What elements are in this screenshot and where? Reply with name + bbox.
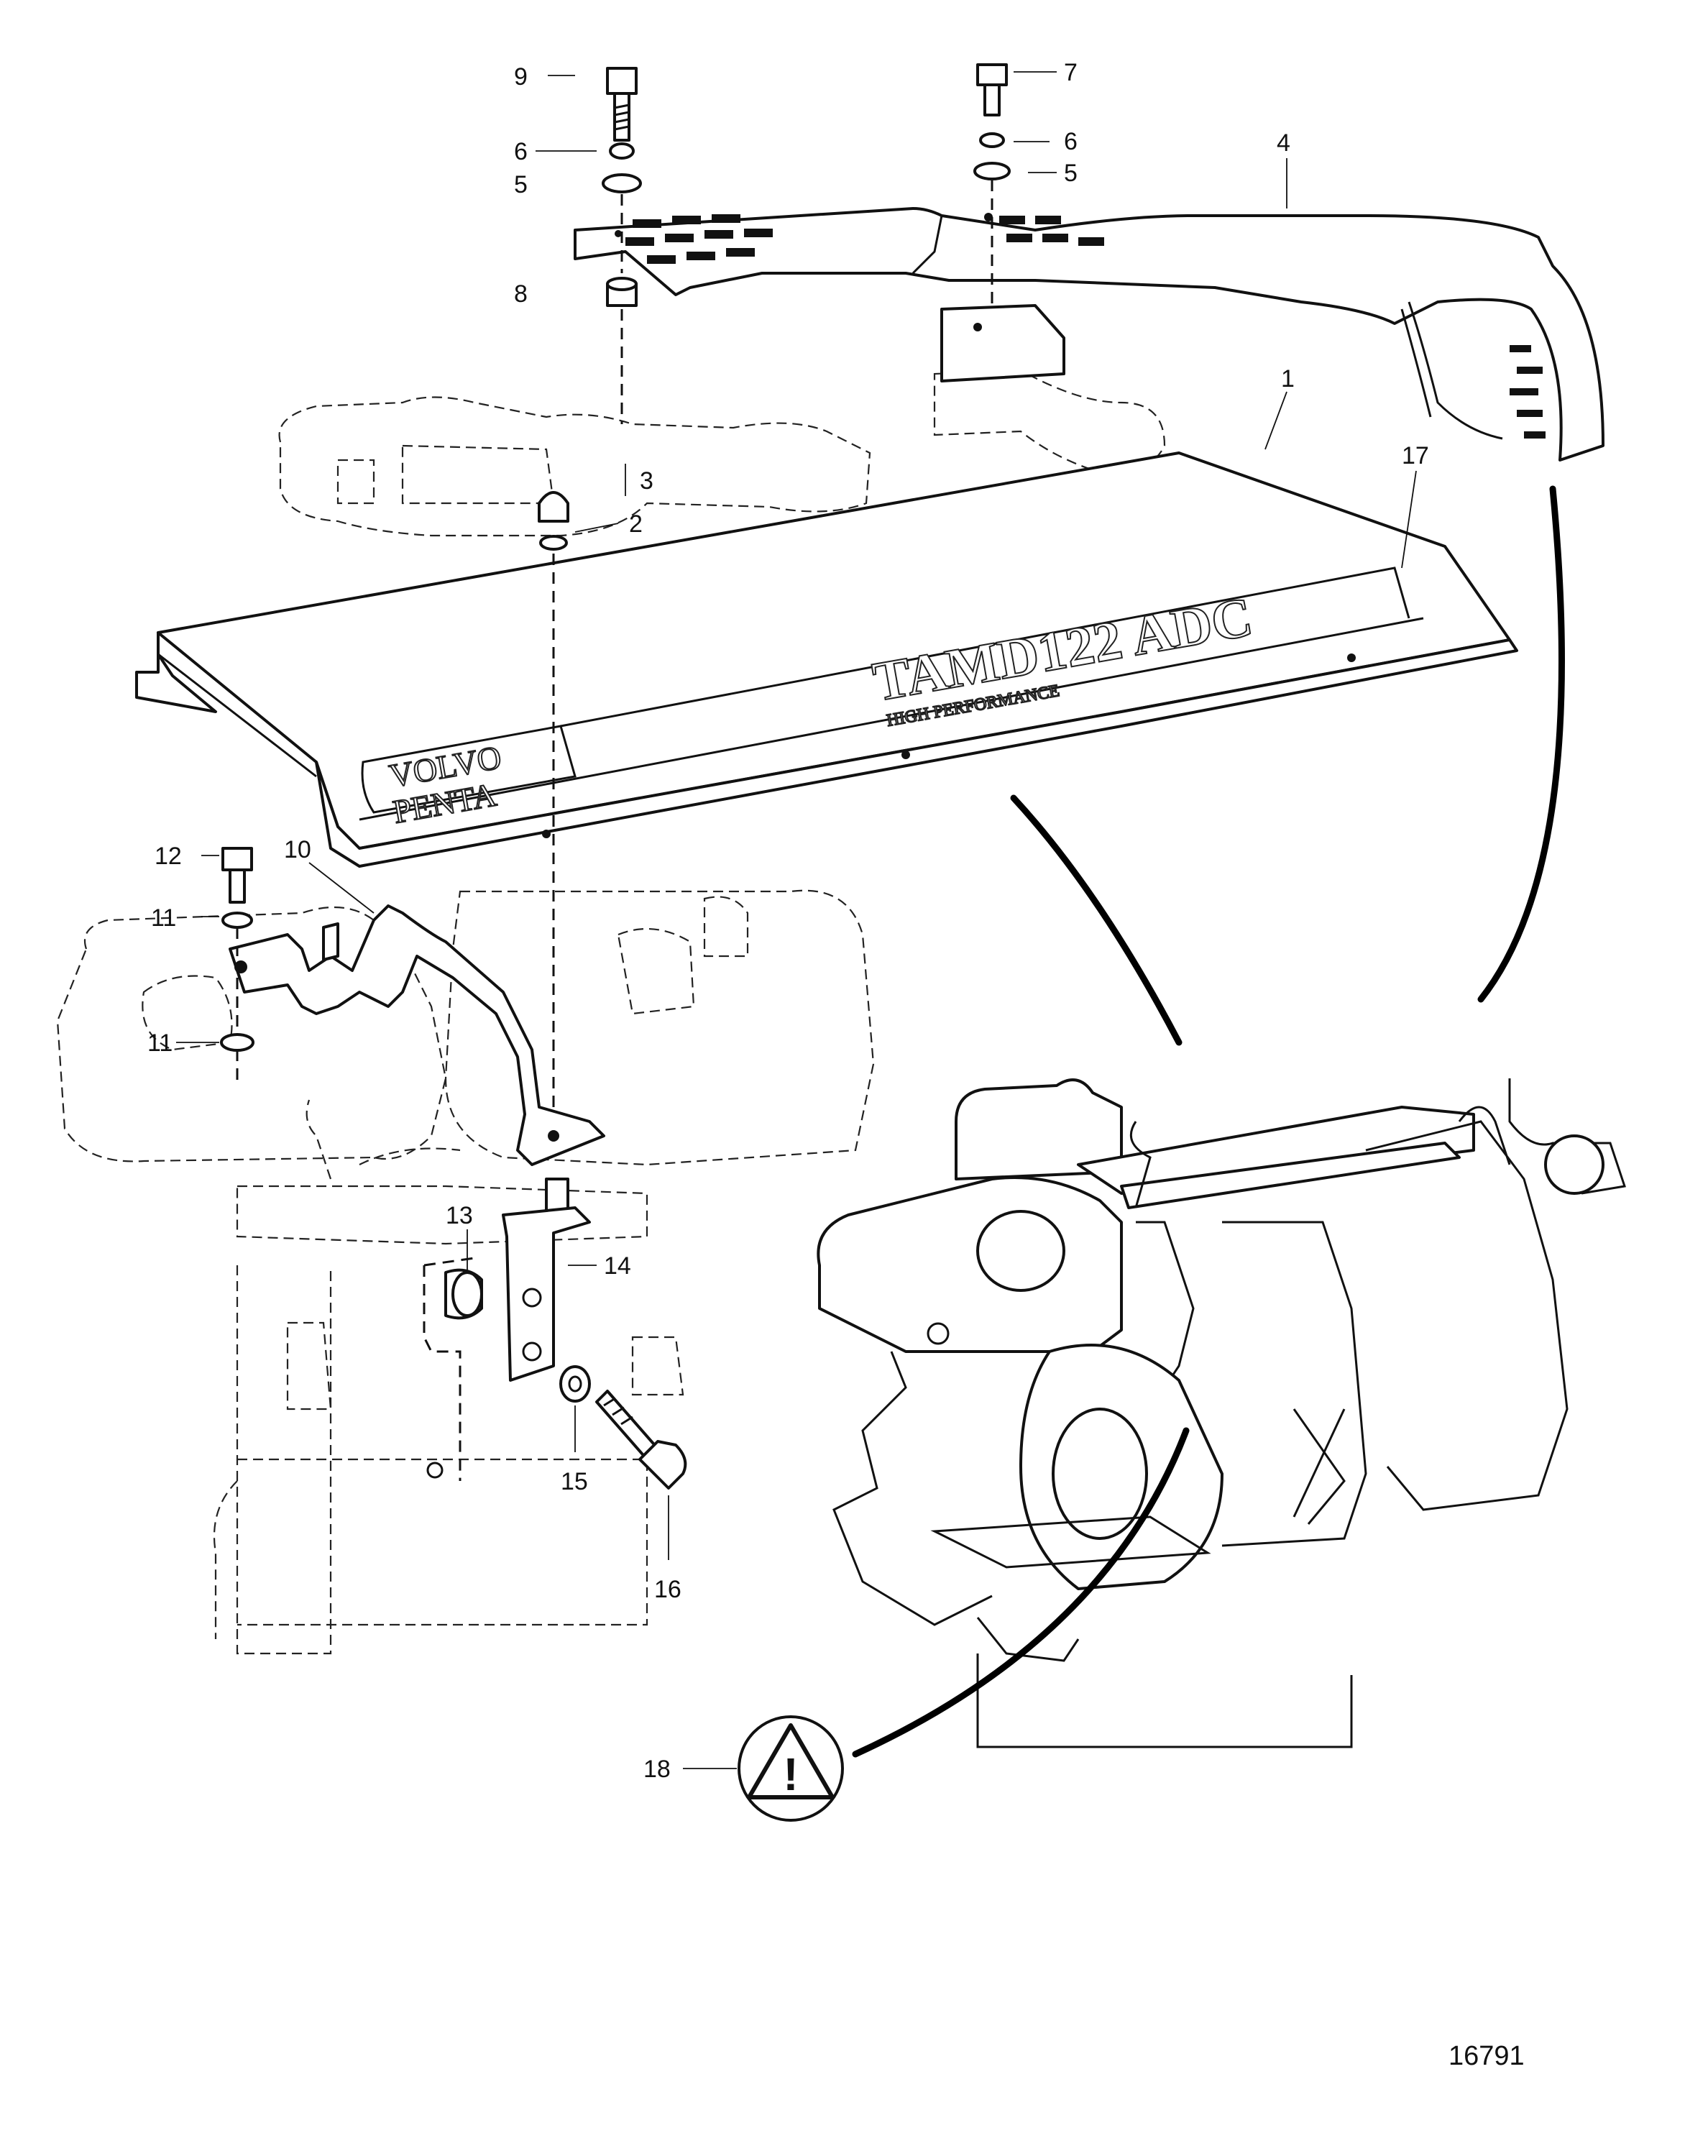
- callout-5-right: 5: [1064, 160, 1078, 187]
- callout-17: 17: [1402, 442, 1429, 469]
- callout-8: 8: [514, 280, 528, 308]
- part-18-warning-label: !: [738, 1715, 844, 1822]
- callout-15: 15: [561, 1468, 588, 1495]
- engine-overview-illustration: [817, 1078, 1626, 1748]
- callout-7: 7: [1064, 59, 1078, 86]
- callout-11-top: 11: [151, 904, 176, 932]
- callout-6-left: 6: [514, 138, 528, 165]
- part-4-heat-shield: [574, 207, 1604, 462]
- pointer-arrows: [852, 485, 1565, 1758]
- callout-4: 4: [1277, 129, 1290, 157]
- vent-slots-right: [999, 216, 1546, 439]
- callout-leader-lines: [176, 71, 1417, 1769]
- fastener-stack-left: [602, 67, 642, 424]
- warning-exclamation: !: [783, 1748, 798, 1800]
- part-14-plate: [502, 1178, 591, 1382]
- fasteners-bracket-top: [220, 847, 339, 1086]
- fastener-stack-right: [973, 63, 1011, 309]
- warning-triangle-icon: !: [747, 1723, 835, 1800]
- callout-6-right: 6: [1064, 128, 1078, 155]
- part-13-spacer: [423, 1257, 483, 1481]
- callout-5-left: 5: [514, 171, 528, 198]
- callout-3: 3: [640, 467, 653, 495]
- callout-13: 13: [446, 1202, 473, 1229]
- part-15-washer: [559, 1365, 591, 1403]
- heat-shield-mounts: [940, 304, 1065, 382]
- callout-11-bottom: 11: [147, 1029, 173, 1057]
- part-1-engine-cover: VOLVO PENTA TAMD122 ADC HIGH PERFORMANCE: [135, 451, 1518, 868]
- callout-16: 16: [654, 1576, 681, 1603]
- cap-nut-washer: [538, 491, 569, 1121]
- callout-10: 10: [284, 836, 311, 863]
- part-16-bolt: [595, 1390, 687, 1490]
- callout-1: 1: [1281, 365, 1295, 393]
- callout-12: 12: [155, 843, 182, 870]
- callout-18: 18: [643, 1756, 671, 1783]
- callout-labels: 9 6 5 8 7 6 5 4 1 17 3 2 12 10 11 11 13 …: [147, 59, 1429, 1783]
- callout-2: 2: [629, 510, 643, 538]
- callout-9: 9: [514, 63, 528, 91]
- part-10-bracket: [229, 904, 605, 1166]
- callout-14: 14: [604, 1252, 631, 1280]
- figure-number: 16791: [1448, 2041, 1525, 2071]
